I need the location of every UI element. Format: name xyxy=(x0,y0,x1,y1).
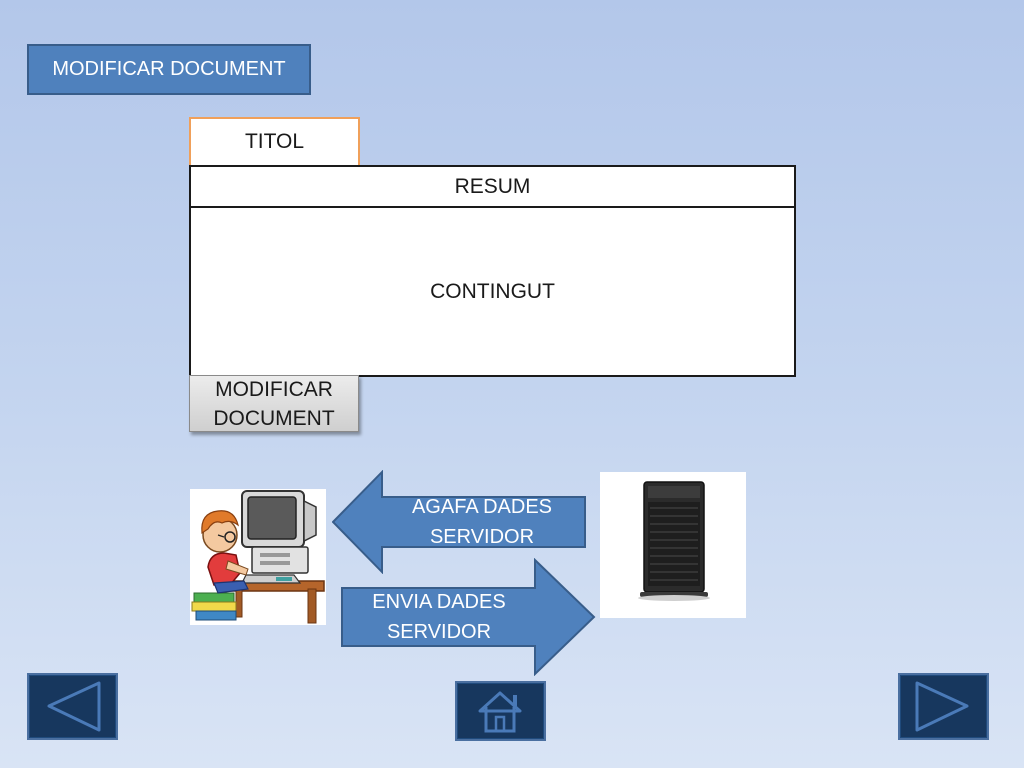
modify-document-button-label: MODIFICAR DOCUMENT xyxy=(213,377,335,430)
next-slide-button[interactable] xyxy=(898,673,989,740)
summary-field-label: RESUM xyxy=(454,174,531,198)
title-field-label: TITOL xyxy=(244,130,305,153)
modify-document-button[interactable]: MODIFICAR DOCUMENT xyxy=(189,375,359,432)
user-computer-image xyxy=(190,489,326,625)
previous-slide-button[interactable] xyxy=(27,673,118,740)
arrow-left-icon xyxy=(332,470,586,574)
home-button[interactable] xyxy=(455,681,546,741)
summary-field[interactable]: RESUM xyxy=(189,165,796,208)
arrow-right-icon xyxy=(341,558,596,676)
triangle-left-icon xyxy=(47,681,101,732)
header-label: MODIFICAR DOCUMENT xyxy=(27,44,311,95)
send-data-arrow: ENVIA DADES SERVIDOR xyxy=(340,558,596,676)
title-field[interactable]: TITOL xyxy=(189,117,360,167)
user-computer-icon xyxy=(191,490,325,624)
server-image xyxy=(600,472,746,618)
server-icon xyxy=(638,481,710,601)
content-field-label: CONTINGUT xyxy=(430,279,555,303)
header-label-text: MODIFICAR DOCUMENT xyxy=(52,58,286,80)
content-field[interactable]: CONTINGUT xyxy=(189,206,796,377)
triangle-right-icon xyxy=(915,681,969,732)
home-icon xyxy=(478,691,522,733)
